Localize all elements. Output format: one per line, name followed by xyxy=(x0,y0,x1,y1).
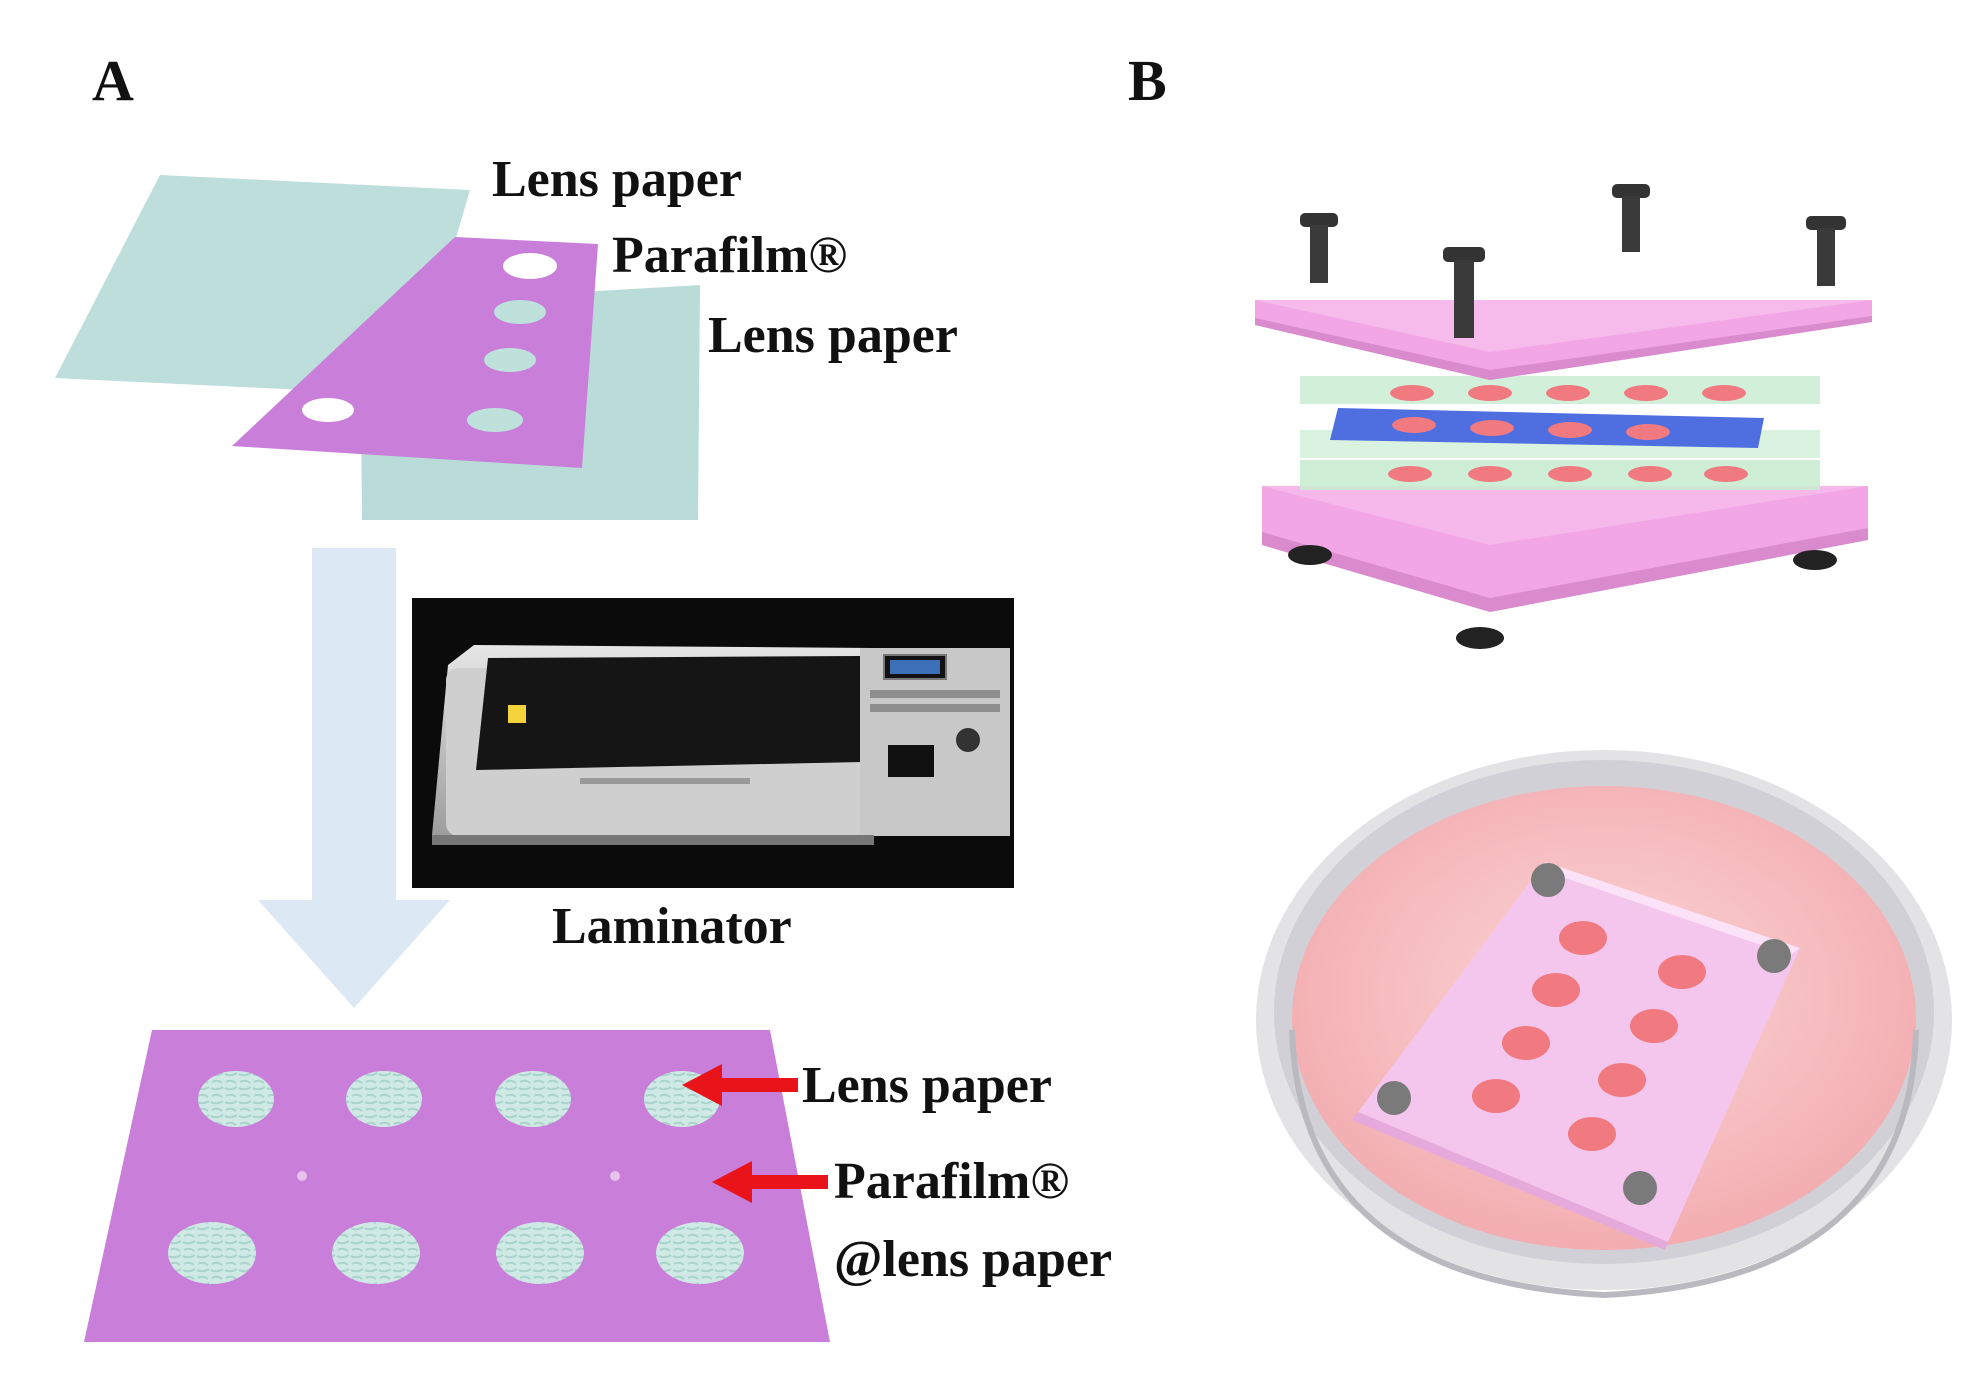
culture-spots xyxy=(1472,921,1706,1151)
label-result-lens-paper: Lens paper xyxy=(802,1057,1052,1114)
label-result-composite: @lens paper xyxy=(834,1231,1112,1288)
laminator-photo xyxy=(412,598,1014,888)
exploded-layers xyxy=(55,175,700,520)
petri-dish-icon xyxy=(1256,750,1952,1299)
screw-icon xyxy=(1612,184,1650,252)
parafilm-hole xyxy=(484,348,536,372)
foot-icon xyxy=(1456,627,1504,649)
screw-icon xyxy=(1300,213,1338,283)
flow-arrow xyxy=(258,548,450,1008)
parafilm-hole xyxy=(467,408,523,432)
screw-icon xyxy=(1443,247,1485,338)
label-lens-paper-top: Lens paper xyxy=(492,151,742,208)
red-spot-row xyxy=(1388,385,1748,482)
laminated-sheet xyxy=(84,1030,830,1342)
red-arrow-parafilm xyxy=(712,1161,828,1203)
bottom-plate xyxy=(1262,486,1868,649)
device-stack xyxy=(1255,184,1872,649)
parafilm-hole xyxy=(503,253,557,279)
label-lens-paper-bottom: Lens paper xyxy=(708,307,958,364)
panel-label-a: A xyxy=(92,48,134,113)
parafilm-hole xyxy=(494,300,546,324)
panel-label-b: B xyxy=(1128,48,1167,113)
red-arrow-lens-paper xyxy=(682,1064,798,1106)
device-chip xyxy=(1352,862,1800,1250)
parafilm-hole xyxy=(302,398,354,422)
label-parafilm: Parafilm® xyxy=(612,227,847,284)
label-result-parafilm: Parafilm® xyxy=(834,1153,1069,1210)
label-laminator: Laminator xyxy=(552,898,792,955)
top-plate xyxy=(1255,300,1872,380)
screw-icon xyxy=(1806,216,1846,286)
foot-icon xyxy=(1793,550,1837,570)
foot-icon xyxy=(1288,545,1332,565)
